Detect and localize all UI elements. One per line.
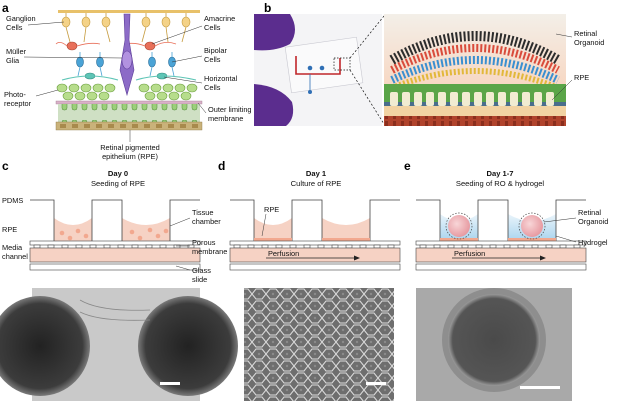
panel-b-letter: b: [264, 1, 271, 15]
label-hydrogel: Hydrogel: [578, 238, 608, 247]
label-rpe-d: RPE: [264, 205, 279, 214]
label-photoreceptor: Photo-receptor: [4, 90, 32, 108]
panel-a-letter: a: [2, 1, 9, 15]
panel-c-title: Seeding of RPE: [91, 179, 145, 188]
organoid-render: [384, 14, 566, 126]
device-schematic-d: [229, 199, 401, 271]
panel-e-title-day: Day 1-7: [486, 169, 513, 178]
panel-d-title-day: Day 1: [306, 169, 327, 178]
label-perfusion-d: Perfusion: [268, 249, 299, 258]
micrograph-d: [244, 288, 394, 401]
chip-photo: [254, 14, 382, 126]
device-schematic-c: [29, 199, 201, 271]
panel-e-title: Seeding of RO & hydrogel: [456, 179, 545, 188]
panel-e-letter: e: [404, 159, 411, 173]
label-rpe-c: RPE: [2, 225, 17, 234]
panel-d-title: Culture of RPE: [291, 179, 342, 188]
micrograph-e: [416, 288, 572, 401]
label-rpe-b: RPE: [574, 73, 589, 82]
label-perfusion-e: Perfusion: [454, 249, 485, 258]
retina-schematic: [55, 10, 203, 131]
panel-c-letter: c: [2, 159, 9, 173]
micrograph-c: [0, 288, 238, 401]
panel-d-letter: d: [218, 159, 225, 173]
device-schematic-e: [415, 199, 587, 271]
panel-c-title-day: Day 0: [108, 169, 128, 178]
label-pdms: PDMS: [2, 196, 23, 205]
